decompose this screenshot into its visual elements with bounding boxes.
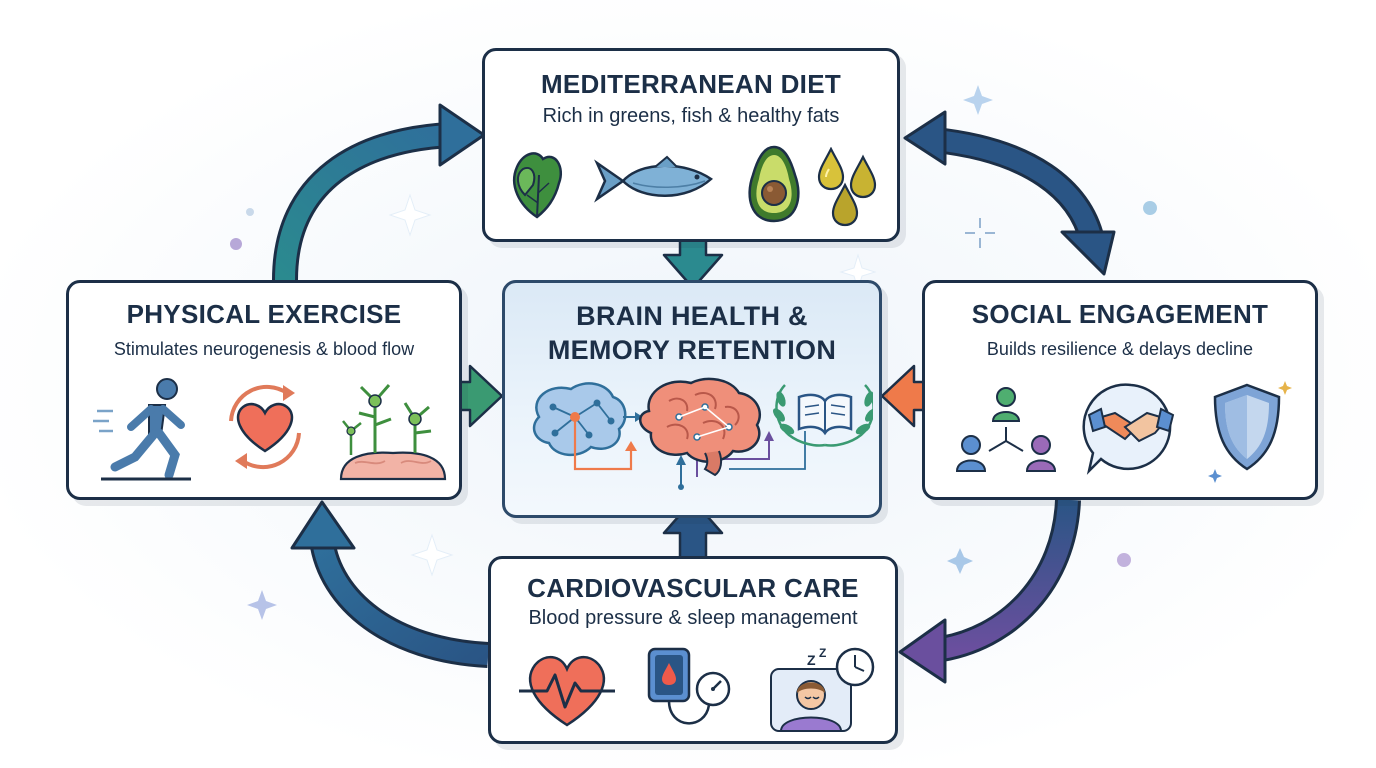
heart-cycle-icon	[229, 384, 301, 470]
blood-pressure-monitor-icon	[647, 647, 731, 725]
avocado-icon	[748, 145, 800, 223]
brain-icon	[639, 377, 762, 477]
card-cardiovascular-care: CARDIOVASCULAR CARE Blood pressure & sle…	[488, 556, 898, 744]
center-title-line1: BRAIN HEALTH &	[576, 301, 808, 331]
cycle-arrow-social-to-cardio	[898, 499, 1081, 684]
card-physical-exercise: PHYSICAL EXERCISE Stimulates neurogenesi…	[66, 280, 462, 500]
center-title-line2: MEMORY RETENTION	[547, 335, 837, 365]
heartbeat-icon	[519, 656, 615, 727]
card-title-social: SOCIAL ENGAGEMENT	[971, 299, 1269, 329]
card-subtitle-cardio: Blood pressure & sleep management	[528, 607, 858, 629]
decorative-sparkles	[230, 85, 1157, 620]
svg-text:Z: Z	[819, 646, 826, 660]
handshake-icon	[1082, 383, 1175, 475]
card-title-exercise: PHYSICAL EXERCISE	[126, 299, 402, 329]
card-title-cardio: CARDIOVASCULAR CARE	[527, 573, 859, 603]
shield-icon	[1208, 381, 1292, 483]
svg-text:Z: Z	[807, 652, 816, 668]
network-brain-icon	[532, 382, 627, 456]
leafy-greens-icon	[512, 152, 562, 219]
people-network-icon	[955, 387, 1057, 472]
olive-oil-drops-icon	[817, 147, 877, 227]
brain-illustration	[532, 377, 873, 490]
card-social-engagement: SOCIAL ENGAGEMENT Builds resilience & de…	[922, 280, 1318, 500]
running-person-icon	[93, 378, 191, 481]
sleeping-person-icon: Z Z	[770, 646, 875, 732]
card-brain-health-center: BRAIN HEALTH & MEMORY RETENTION	[502, 280, 882, 518]
neurons-icon	[339, 384, 447, 481]
card-subtitle-social: Builds resilience & delays decline	[986, 339, 1254, 359]
fish-icon	[594, 155, 714, 203]
card-subtitle-exercise: Stimulates neurogenesis & blood flow	[113, 339, 415, 359]
cycle-arrow-exercise-to-diet	[272, 103, 486, 281]
card-mediterranean-diet: MEDITERRANEAN DIET Rich in greens, fish …	[482, 48, 900, 242]
cycle-arrow-cardio-to-exercise	[290, 500, 489, 668]
cycle-arrow-diet-to-social	[903, 110, 1116, 276]
card-title-diet: MEDITERRANEAN DIET	[540, 69, 842, 99]
book-laurel-icon	[773, 384, 873, 447]
card-subtitle-diet: Rich in greens, fish & healthy fats	[542, 105, 840, 127]
